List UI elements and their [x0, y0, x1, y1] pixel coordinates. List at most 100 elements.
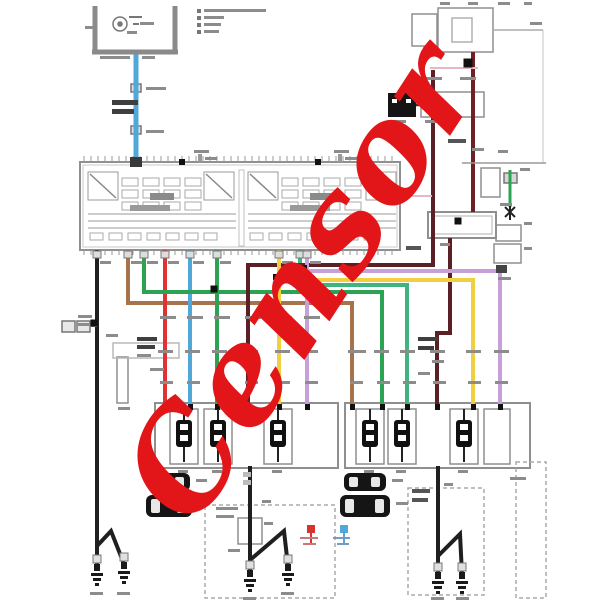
yellow-branch — [279, 278, 475, 406]
label-smudge — [160, 381, 173, 384]
label-smudge — [216, 507, 238, 510]
injector-symbol-mark — [274, 435, 282, 441]
left-connector-a — [61, 320, 76, 333]
relay-box-inner — [431, 215, 493, 235]
label-smudge — [212, 350, 227, 353]
connector-pill-mark — [151, 499, 160, 513]
ground-symbol — [94, 564, 100, 571]
group-pin-tick — [277, 404, 282, 410]
ecu-driver-diagonal — [367, 173, 395, 199]
label-smudge — [243, 472, 251, 477]
maroon-wire-main — [246, 70, 435, 406]
label-smudge — [350, 381, 363, 384]
ecu-driver-box — [247, 171, 279, 201]
wire-stub-connector — [160, 250, 170, 259]
label-smudge — [204, 16, 224, 19]
group-pin-tick — [405, 404, 410, 410]
ecu-bottom-cell — [287, 232, 302, 241]
label-smudge — [418, 372, 430, 375]
wire-stub-connector — [92, 250, 102, 259]
label-smudge — [204, 23, 221, 26]
label-smudge — [460, 77, 476, 80]
label-smudge — [150, 368, 164, 371]
dashed-box-far-right — [515, 461, 547, 599]
injector-symbol-mark — [214, 424, 222, 430]
ecu-bottom-cell — [184, 232, 199, 241]
label-smudge — [205, 157, 217, 160]
ecu-driver-diagonal — [249, 173, 277, 199]
ground-connector — [119, 552, 129, 562]
ecu-bottom-cell — [306, 232, 321, 241]
ground-symbol — [118, 571, 130, 574]
junction-dot — [463, 58, 473, 68]
label-smudge — [78, 323, 89, 326]
dashed-box-center — [204, 504, 336, 599]
right-col-box-3 — [493, 243, 522, 264]
wire-stub-connector — [139, 250, 149, 259]
dashed-box-right — [407, 487, 485, 596]
label-smudge — [468, 2, 478, 5]
injector-symbol-mark — [180, 435, 188, 441]
left-connector-b — [76, 320, 91, 333]
ecu-cell — [163, 177, 181, 187]
ecu-cell — [184, 177, 202, 187]
ground-symbol — [285, 564, 291, 571]
label-smudge — [290, 205, 330, 211]
label-smudge — [495, 381, 508, 384]
injector-symbol-mark — [398, 424, 406, 430]
ecu-bottom-cell — [127, 232, 142, 241]
label-smudge — [524, 2, 532, 5]
label-smudge — [300, 537, 318, 539]
injector-symbol-mark — [398, 435, 406, 441]
label-smudge — [348, 350, 366, 353]
label-smudge — [303, 350, 318, 353]
label-smudge — [377, 381, 390, 384]
green-wire-3 — [298, 250, 409, 406]
injector-symbol-mark — [180, 424, 188, 430]
ground-symbol — [95, 583, 99, 586]
ground-connector — [92, 554, 102, 564]
ecu-junction-dot — [315, 159, 321, 165]
label-smudge — [193, 261, 204, 264]
fuse-box-small — [411, 13, 438, 47]
label-smudge — [187, 381, 200, 384]
label-smudge — [456, 597, 469, 600]
ecu-center-divider — [238, 169, 245, 247]
label-smudge — [130, 157, 142, 167]
label-smudge — [304, 316, 320, 319]
label-smudge — [90, 592, 103, 595]
label-smudge — [334, 150, 349, 153]
ecu-driver-diagonal — [205, 173, 233, 199]
connector-pill-mark — [371, 477, 380, 487]
label-smudge — [406, 99, 411, 103]
ground-symbol — [244, 579, 256, 582]
ecu-driver-box — [203, 171, 235, 201]
label-smudge — [303, 543, 316, 545]
label-smudge — [130, 205, 170, 211]
ground-symbol — [282, 573, 294, 576]
label-smudge — [444, 483, 453, 486]
ecu-bottom-cell — [344, 232, 359, 241]
label-smudge — [146, 87, 166, 90]
ecu-bottom-cell — [146, 232, 161, 241]
maroon-wire-2 — [435, 238, 452, 406]
group-pin-tick — [215, 404, 220, 410]
ground-symbol — [120, 576, 128, 579]
label-smudge — [131, 261, 142, 264]
ground-symbol — [246, 584, 254, 587]
label-smudge — [281, 592, 294, 595]
label-smudge — [196, 479, 207, 482]
label-smudge — [407, 77, 420, 80]
label-smudge — [282, 261, 293, 264]
label-smudge — [118, 407, 130, 410]
label-smudge — [400, 350, 415, 353]
label-smudge — [310, 193, 334, 200]
label-smudge — [100, 56, 130, 59]
label-smudge — [364, 470, 374, 473]
junction-dot — [301, 265, 307, 271]
wire-stub-connector — [212, 250, 222, 259]
ground-symbol — [458, 586, 466, 589]
ecu-cell — [323, 177, 341, 187]
right-col-box-1 — [480, 167, 501, 198]
